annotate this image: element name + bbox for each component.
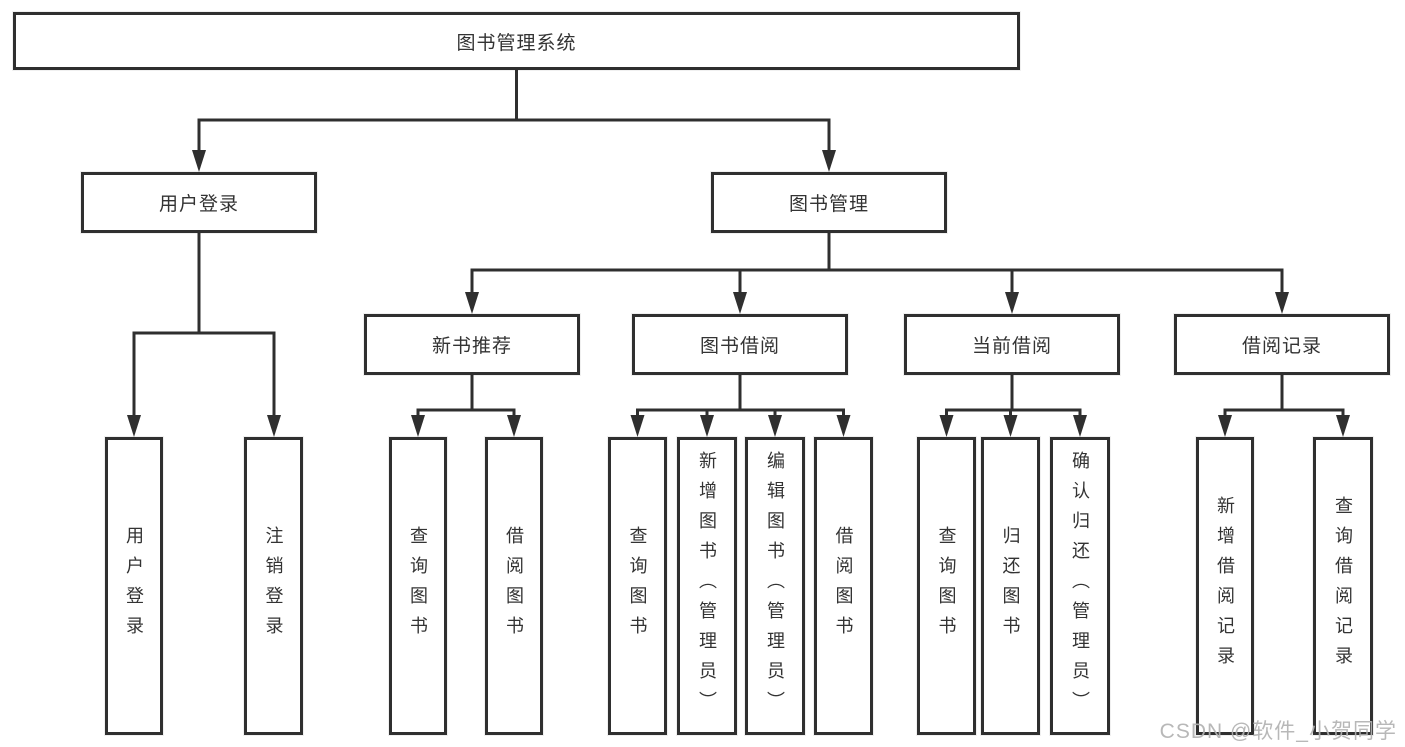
node-label: 图书管理系统 [456,32,577,54]
csdn-watermark: CSDN @软件_小贺同学 [1159,720,1397,743]
node-label: 归还图书 [1000,526,1021,646]
node-current-borrowing: 当前借阅 [904,314,1120,375]
node-label: 确认归还（管理员） [1070,451,1090,721]
connector-current-borrow-to-leaves [939,375,1087,437]
node-book-management: 图书管理 [711,172,947,233]
node-label: 查询图书 [408,526,428,646]
leaf-logout: 注销登录 [244,437,303,735]
node-borrowing-records: 借阅记录 [1174,314,1390,375]
node-label: 当前借阅 [971,336,1052,357]
node-label: 查询图书 [936,526,957,646]
node-label: 借阅记录 [1241,336,1322,357]
leaf-add-book-admin: 新增图书（管理员） [677,437,737,735]
node-label: 借阅图书 [504,526,524,646]
leaf-user-login: 用户登录 [105,437,163,735]
leaf-confirm-return-admin: 确认归还（管理员） [1050,437,1110,735]
node-label: 图书借阅 [699,336,780,357]
node-user-login: 用户登录 [81,172,317,233]
node-label: 查询图书 [627,526,648,646]
leaf-query-books-current: 查询图书 [917,437,976,735]
node-label: 新增借阅记录 [1215,496,1235,676]
leaf-query-borrow-record: 查询借阅记录 [1313,437,1373,735]
node-label: 用户登录 [158,194,239,215]
leaf-return-book: 归还图书 [981,437,1040,735]
node-label: 查询借阅记录 [1333,496,1353,676]
leaf-query-books-recommendation: 查询图书 [389,437,447,735]
node-label: 借阅图书 [833,526,854,646]
leaf-edit-book-admin: 编辑图书（管理员） [745,437,805,735]
node-label: 图书管理 [788,194,869,215]
node-label: 注销登录 [263,526,284,646]
leaf-borrow-books: 借阅图书 [814,437,873,735]
node-label: 编辑图书（管理员） [765,451,785,721]
connector-borrow-records-to-leaves [1218,375,1350,437]
connector-new-book-rec-to-leaves [411,375,521,437]
node-library-management-system: 图书管理系统 [13,12,1020,70]
connector-book-management-to-level3 [465,232,1289,314]
connector-user-login-to-leaves [127,232,281,437]
leaf-add-borrow-record: 新增借阅记录 [1196,437,1254,735]
connector-book-borrow-to-leaves [630,375,851,437]
leaf-borrow-books-recommendation: 借阅图书 [485,437,543,735]
node-label: 用户登录 [124,526,144,646]
node-book-borrowing: 图书借阅 [632,314,848,375]
node-new-book-recommendation: 新书推荐 [364,314,580,375]
node-label: 新增图书（管理员） [697,451,717,721]
leaf-query-books-borrowing: 查询图书 [608,437,667,735]
connector-root-to-level2 [192,70,836,172]
node-label: 新书推荐 [431,336,512,357]
